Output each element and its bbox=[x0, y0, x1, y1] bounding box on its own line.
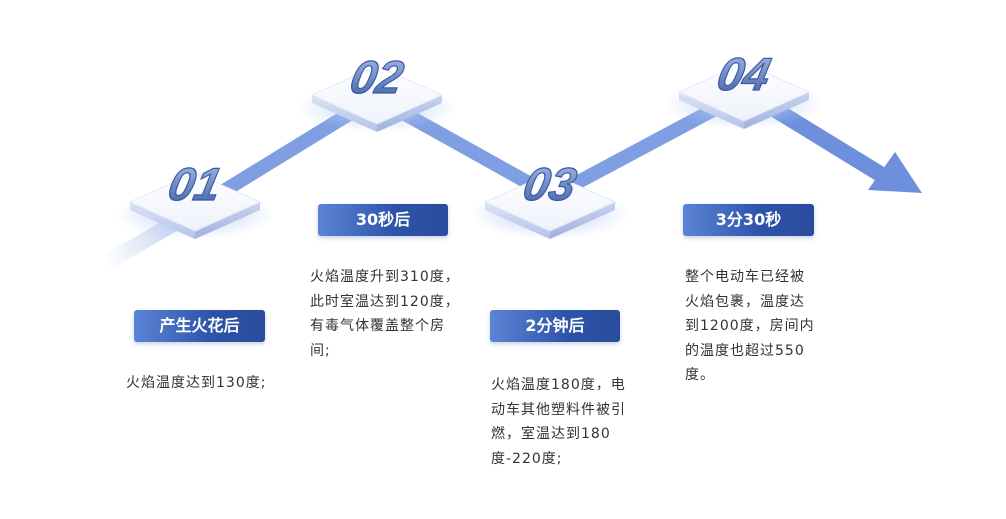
step-number-04: 04 bbox=[713, 48, 775, 99]
stage-label-01: 产生火花后 bbox=[134, 310, 265, 342]
platform-04 bbox=[664, 62, 824, 129]
step-number-02: 02 bbox=[346, 51, 408, 102]
stage-desc-01: 火焰温度达到130度; bbox=[126, 375, 267, 391]
platform-02 bbox=[297, 65, 457, 132]
stage-label-04: 3分30秒 bbox=[683, 204, 814, 236]
step-number-01: 01 bbox=[164, 158, 226, 209]
stage-desc-02: 火焰温度升到310度，此时室温达到120度，有毒气体覆盖整个房间; bbox=[310, 269, 460, 359]
step-number-03: 03 bbox=[519, 158, 581, 209]
platform-03 bbox=[470, 172, 630, 239]
stage-desc-03: 火焰温度180度，电动车其他塑料件被引燃，室温达到180度-220度; bbox=[491, 377, 626, 467]
arrow-head bbox=[868, 152, 922, 193]
platform-01 bbox=[115, 172, 275, 239]
stage-desc-04: 整个电动车已经被火焰包裹，温度达到1200度，房间内的温度也超过550度。 bbox=[685, 269, 815, 383]
stage-label-03: 2分钟后 bbox=[490, 310, 620, 342]
stage-label-02: 30秒后 bbox=[318, 204, 448, 236]
